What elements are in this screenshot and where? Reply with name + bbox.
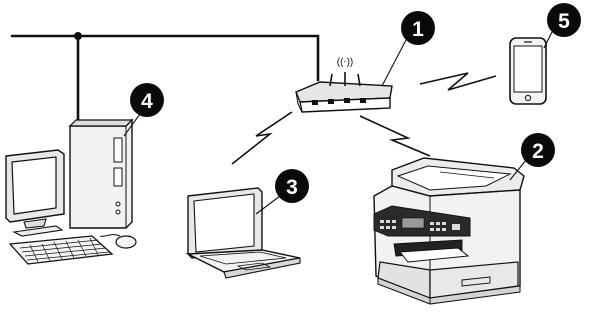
callout-laptop-number: 3: [286, 176, 298, 199]
callout-mfp-printer: 2: [521, 133, 555, 167]
desktop-pc-icon: [6, 120, 136, 264]
callout-router-number: 1: [412, 18, 424, 41]
laptop-icon: [188, 188, 300, 278]
mfp-printer-icon: [374, 158, 524, 304]
router-antenna-waves: ((⋅)): [337, 57, 354, 68]
callout-smartphone: 5: [547, 3, 581, 37]
callout-laptop: 3: [275, 169, 309, 203]
callout-router: 1: [401, 11, 435, 45]
signal-router-laptop: [232, 112, 292, 164]
callout-smartphone-number: 5: [558, 10, 570, 33]
router-icon: ((⋅)): [296, 57, 392, 112]
signal-router-printer: [360, 116, 430, 156]
callout-desktop-pc: 4: [130, 83, 164, 117]
callout-desktop-pc-number: 4: [141, 90, 153, 113]
signal-router-phone: [420, 73, 496, 90]
callout-mfp-printer-number: 2: [532, 140, 544, 163]
smartphone-icon: [510, 38, 546, 104]
wired-network-line: [12, 36, 318, 126]
network-junction-dot: [74, 32, 82, 40]
